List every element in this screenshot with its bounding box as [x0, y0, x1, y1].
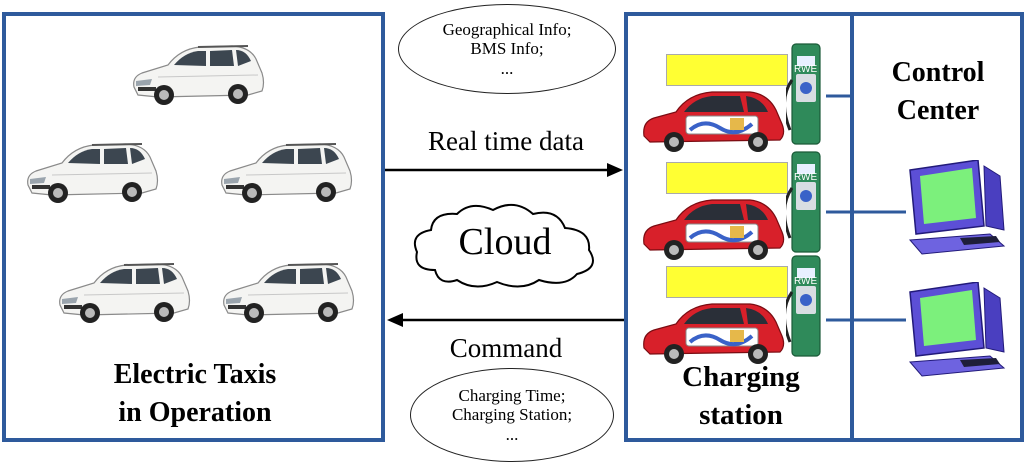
info-top-line3: ...: [500, 58, 514, 78]
charger-post: [786, 148, 826, 258]
charging-unit-1: RWE: [636, 38, 836, 148]
charger-brand: RWE: [794, 276, 818, 287]
control-center-title: Control Center: [858, 54, 1018, 130]
command-label: Command: [449, 333, 563, 363]
charger-post: [786, 252, 826, 362]
info-ellipse-bottom: Charging Time; Charging Station; ...: [410, 368, 614, 462]
electric-taxis-title: Electric Taxis in Operation: [60, 356, 330, 432]
monitor-icon: [900, 282, 1010, 382]
monitor-icon: [900, 160, 1010, 260]
panel-divider: [850, 12, 854, 442]
charger-brand: RWE: [794, 172, 818, 183]
charger-post: [786, 40, 826, 150]
charging-unit-2: RWE: [636, 146, 836, 256]
taxi-car-4: [54, 256, 194, 328]
electric-taxis-title-line1: Electric Taxis: [113, 359, 277, 390]
info-bottom-line3: ...: [505, 424, 519, 444]
charging-sign: [666, 54, 788, 86]
info-ellipse-top: Geographical Info; BMS Info; ...: [398, 4, 616, 94]
control-center-title-line1: Control: [891, 57, 985, 88]
taxi-car-1: [128, 38, 268, 110]
command-arrow: [387, 313, 625, 327]
electric-taxis-title-line2: in Operation: [118, 397, 272, 428]
charging-station-title-line2: station: [699, 399, 783, 431]
charging-station-title-line1: Charging: [682, 361, 800, 393]
realtime-data-arrow: [385, 163, 623, 177]
taxi-car-2: [22, 136, 162, 208]
charging-station-title: Charging station: [636, 358, 846, 434]
charger-brand: RWE: [794, 64, 818, 75]
network-connections: [826, 94, 906, 322]
cloud-label: Cloud: [458, 221, 552, 263]
info-top-line1: Geographical Info;: [442, 19, 572, 39]
control-center-title-line2: Center: [896, 95, 980, 126]
taxi-car-5: [218, 256, 358, 328]
realtime-data-label: Real time data: [428, 126, 584, 156]
cloud-icon: [413, 203, 594, 288]
charging-sign: [666, 162, 788, 194]
info-bottom-line1: Charging Time;: [458, 385, 566, 405]
charging-sign: [666, 266, 788, 298]
info-bottom-line2: Charging Station;: [451, 405, 573, 425]
charging-unit-3: RWE: [636, 250, 836, 360]
taxi-car-3: [216, 136, 356, 208]
info-top-line2: BMS Info;: [470, 39, 544, 59]
